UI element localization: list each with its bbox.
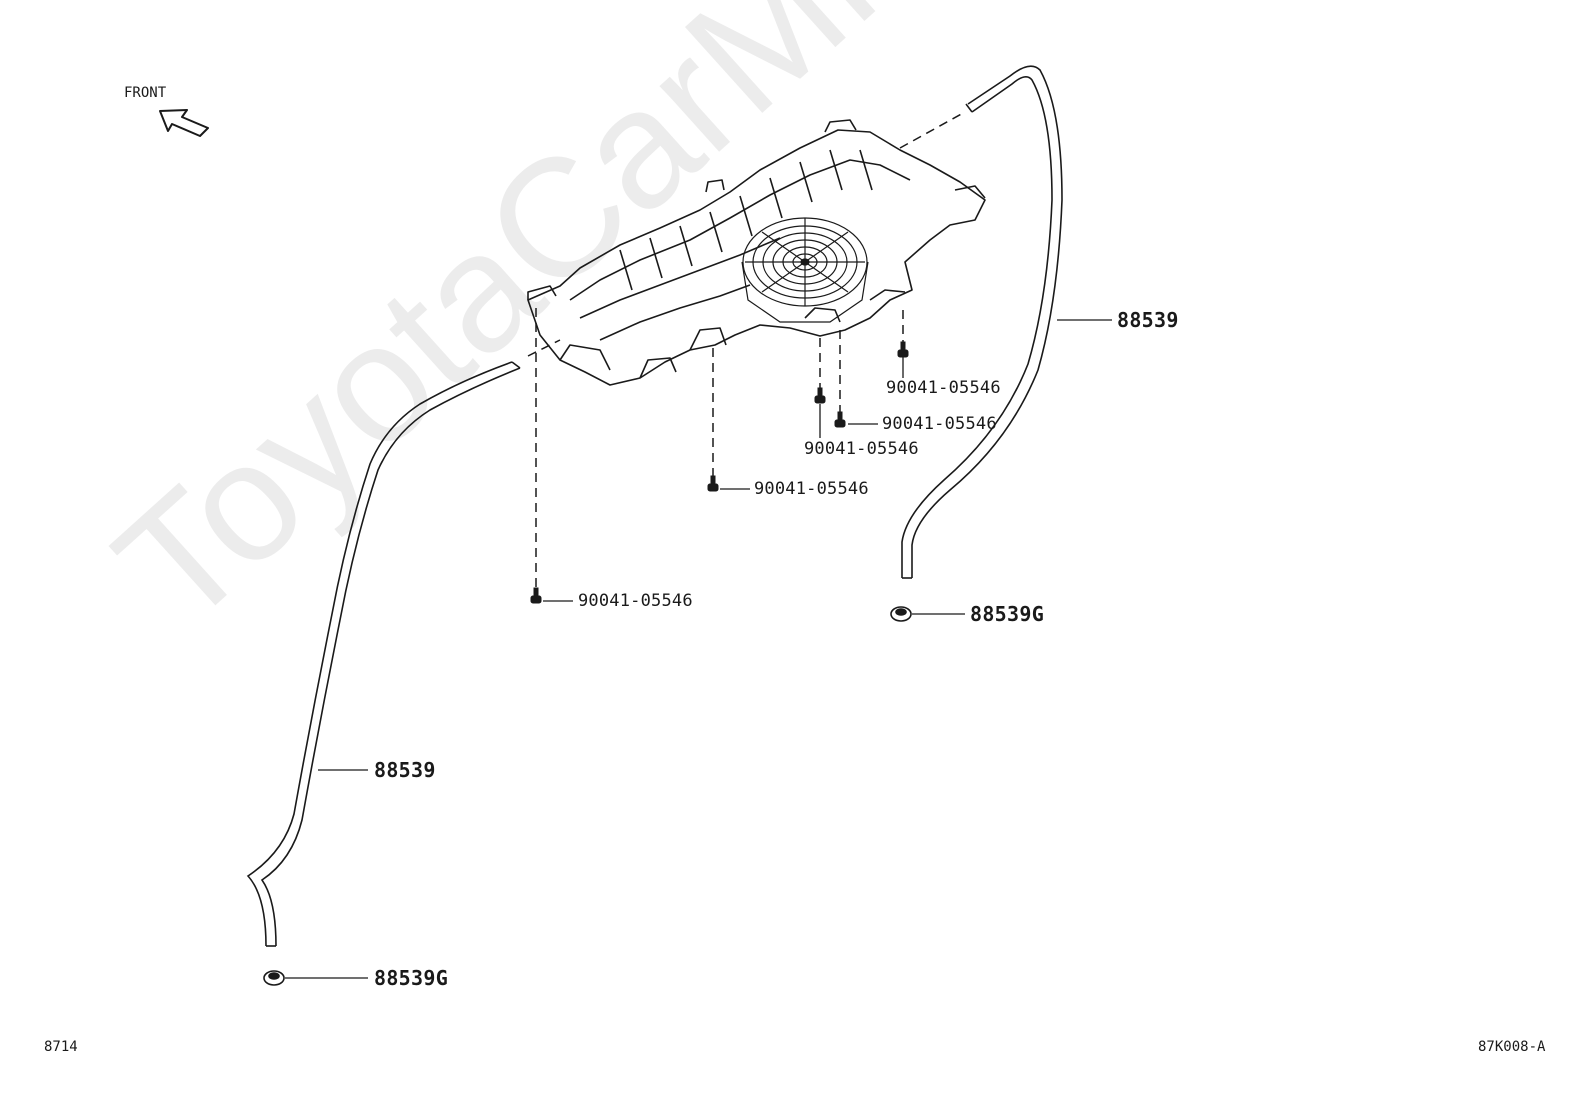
leader-lines — [285, 319, 1112, 979]
grommet-right-icon — [890, 606, 912, 622]
bolt-4-label: 90041-05546 — [882, 414, 997, 434]
bolt-2-label: 90041-05546 — [754, 479, 869, 499]
blower-duct-assembly — [527, 119, 986, 386]
hose-left — [246, 361, 521, 947]
part-88539-right-label: 88539 — [1117, 308, 1179, 332]
figure-code: 87K008-A — [1478, 1039, 1546, 1055]
part-88539g-left-label: 88539G — [374, 966, 449, 990]
bolt-3-label: 90041-05546 — [804, 439, 919, 459]
bolt-2-icon — [707, 475, 719, 492]
page-code: 8714 — [44, 1039, 78, 1055]
blower-fan — [741, 217, 869, 323]
part-88539g-right-label: 88539G — [970, 602, 1045, 626]
bolt-3-icon — [814, 387, 826, 404]
bolt-4-icon — [834, 411, 846, 428]
bolt-1-label: 90041-05546 — [578, 591, 693, 611]
installation-guides — [527, 111, 966, 592]
bolt-5-icon — [897, 341, 909, 358]
part-88539-left-label: 88539 — [374, 758, 436, 782]
bolt-5-label: 90041-05546 — [886, 378, 1001, 398]
hose-right — [901, 65, 1063, 579]
front-arrow-icon — [159, 109, 209, 137]
bolt-1-icon — [530, 587, 542, 604]
grommet-left-icon — [263, 970, 285, 986]
front-label: FRONT — [124, 85, 167, 101]
